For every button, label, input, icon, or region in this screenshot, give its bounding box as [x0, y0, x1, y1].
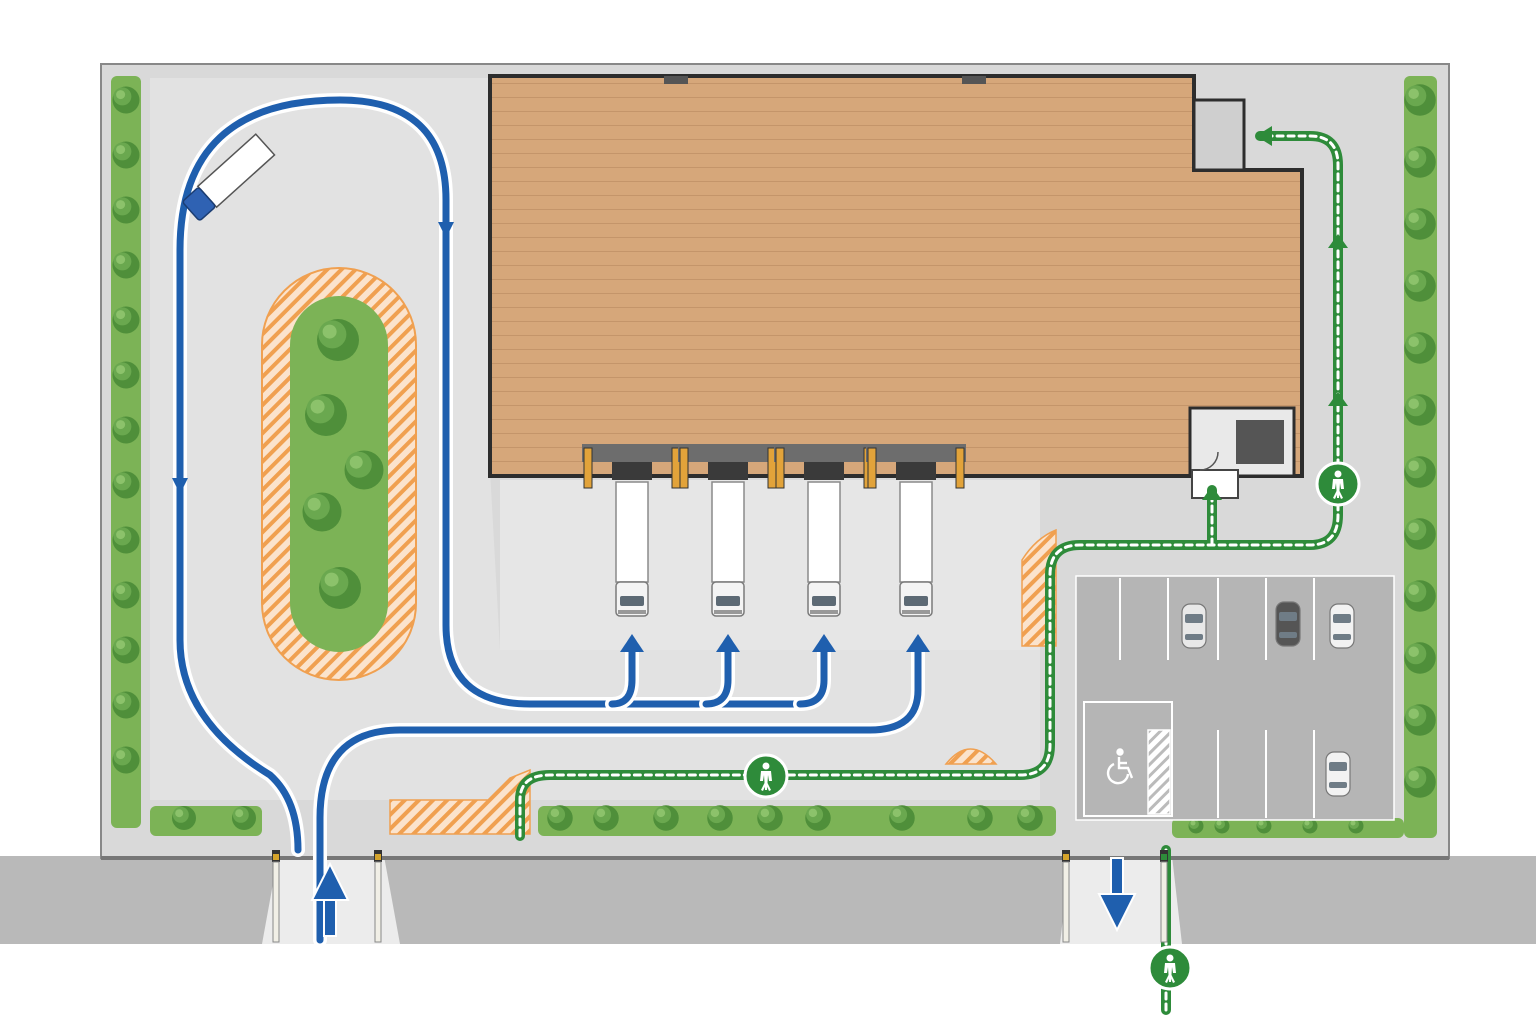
- loading-dock-4[interactable]: [866, 444, 966, 617]
- tree-icon: [232, 806, 256, 830]
- docked-truck: [803, 461, 845, 617]
- tree-icon: [653, 805, 679, 831]
- tree-icon: [112, 526, 140, 554]
- gate-posts: [272, 850, 1168, 943]
- entry-arrow-up-icon: [310, 861, 350, 937]
- grass-strip-front-right: [1172, 818, 1404, 838]
- tree-icon: [112, 581, 140, 609]
- tree-icon: [757, 805, 783, 831]
- landscaped-island: [290, 296, 388, 652]
- tree-icon: [1404, 146, 1436, 178]
- docked-truck: [611, 461, 653, 617]
- tree-icon: [805, 805, 831, 831]
- tree-icon: [112, 636, 140, 664]
- tree-icon: [967, 805, 993, 831]
- stair-core: [1192, 98, 1246, 172]
- tree-icon: [112, 361, 140, 389]
- tree-icon: [1404, 208, 1436, 240]
- public-road: [0, 856, 1536, 944]
- parked-car: [1329, 603, 1355, 649]
- hatched-zone-front: [389, 768, 531, 835]
- tree-icon: [1404, 270, 1436, 302]
- dock-apron: [500, 480, 1040, 650]
- parking-stall-lines: [1119, 578, 1315, 818]
- office-room: [1236, 420, 1284, 464]
- parked-car: [1325, 751, 1351, 797]
- pedestrian-route-arrows: [1202, 126, 1348, 500]
- tree-icon: [1404, 642, 1436, 674]
- tree-icon: [1404, 580, 1436, 612]
- exit-arrow-down-icon: [1097, 857, 1137, 933]
- docked-truck: [707, 461, 749, 617]
- tree-icon: [112, 691, 140, 719]
- warehouse-building: [488, 74, 1304, 478]
- access-aisle: [1147, 729, 1171, 815]
- tree-icon: [112, 306, 140, 334]
- tree-icon: [707, 805, 733, 831]
- tree-icon: [112, 141, 140, 169]
- tree-icon: [547, 805, 573, 831]
- tree-icon: [112, 746, 140, 774]
- pedestrian-marker-icon: [1315, 461, 1361, 507]
- truck-route: [173, 93, 925, 947]
- tree-icon: [172, 806, 196, 830]
- tree-icon: [1404, 704, 1436, 736]
- tree-icon: [112, 86, 140, 114]
- tree-icon: [1017, 805, 1043, 831]
- tree-icon: [1404, 84, 1436, 116]
- hatched-zone-small: [944, 748, 998, 765]
- docked-truck: [895, 461, 937, 617]
- truck-route-arrows: [172, 222, 930, 652]
- loading-dock-1[interactable]: [582, 444, 682, 617]
- parked-car: [1181, 603, 1207, 649]
- yard-truck: [182, 133, 276, 221]
- tree-icon: [889, 805, 915, 831]
- tree-icon: [112, 416, 140, 444]
- tree-icon: [1404, 332, 1436, 364]
- wheelchair-icon: [1106, 748, 1134, 785]
- loading-docks: [582, 444, 966, 617]
- tree-icon: [112, 471, 140, 499]
- tree-icon: [112, 251, 140, 279]
- tree-icon: [112, 196, 140, 224]
- tree-icon: [1404, 394, 1436, 426]
- pedestrian-marker-icon: [1147, 945, 1193, 991]
- pedestrian-marker-icon: [743, 753, 789, 799]
- parked-car: [1275, 601, 1301, 647]
- tree-icon: [593, 805, 619, 831]
- tree-icon: [1404, 766, 1436, 798]
- tree-icon: [1404, 518, 1436, 550]
- tree-icon: [1404, 456, 1436, 488]
